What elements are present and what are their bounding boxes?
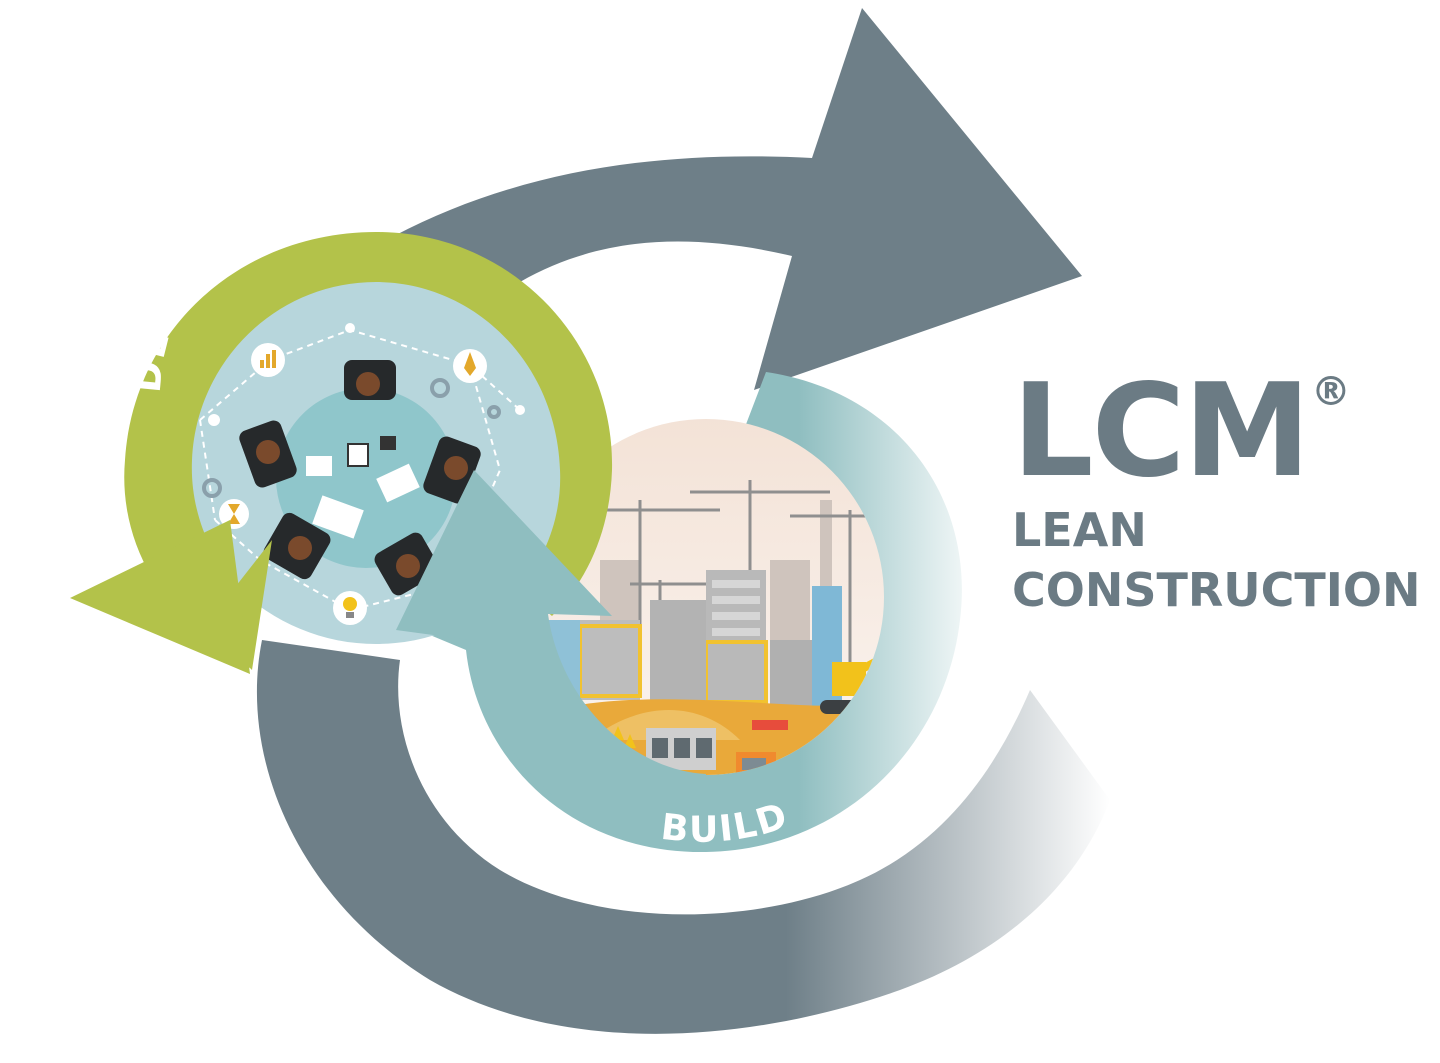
- tablet-icon: [347, 443, 369, 467]
- hourglass-icon: [219, 499, 249, 529]
- brand-line-2: CONSTRUCTION: [1012, 563, 1421, 617]
- brand-block: LCM® LEAN CONSTRUCTION: [1012, 368, 1421, 617]
- gear-icon: [202, 378, 501, 498]
- big-cycle-arrow: [256, 8, 1110, 1034]
- rocket-icon: [453, 349, 487, 383]
- design-ring: [70, 232, 613, 674]
- brand-title: LCM®: [1012, 368, 1421, 496]
- brand-line-1: LEAN: [1012, 503, 1147, 557]
- registered-mark: ®: [1310, 369, 1351, 415]
- brand-name: LCM: [1012, 357, 1311, 506]
- chart-icon: [251, 343, 285, 377]
- build-arrow-head: [396, 470, 706, 852]
- lightbulb-icon: [333, 591, 367, 625]
